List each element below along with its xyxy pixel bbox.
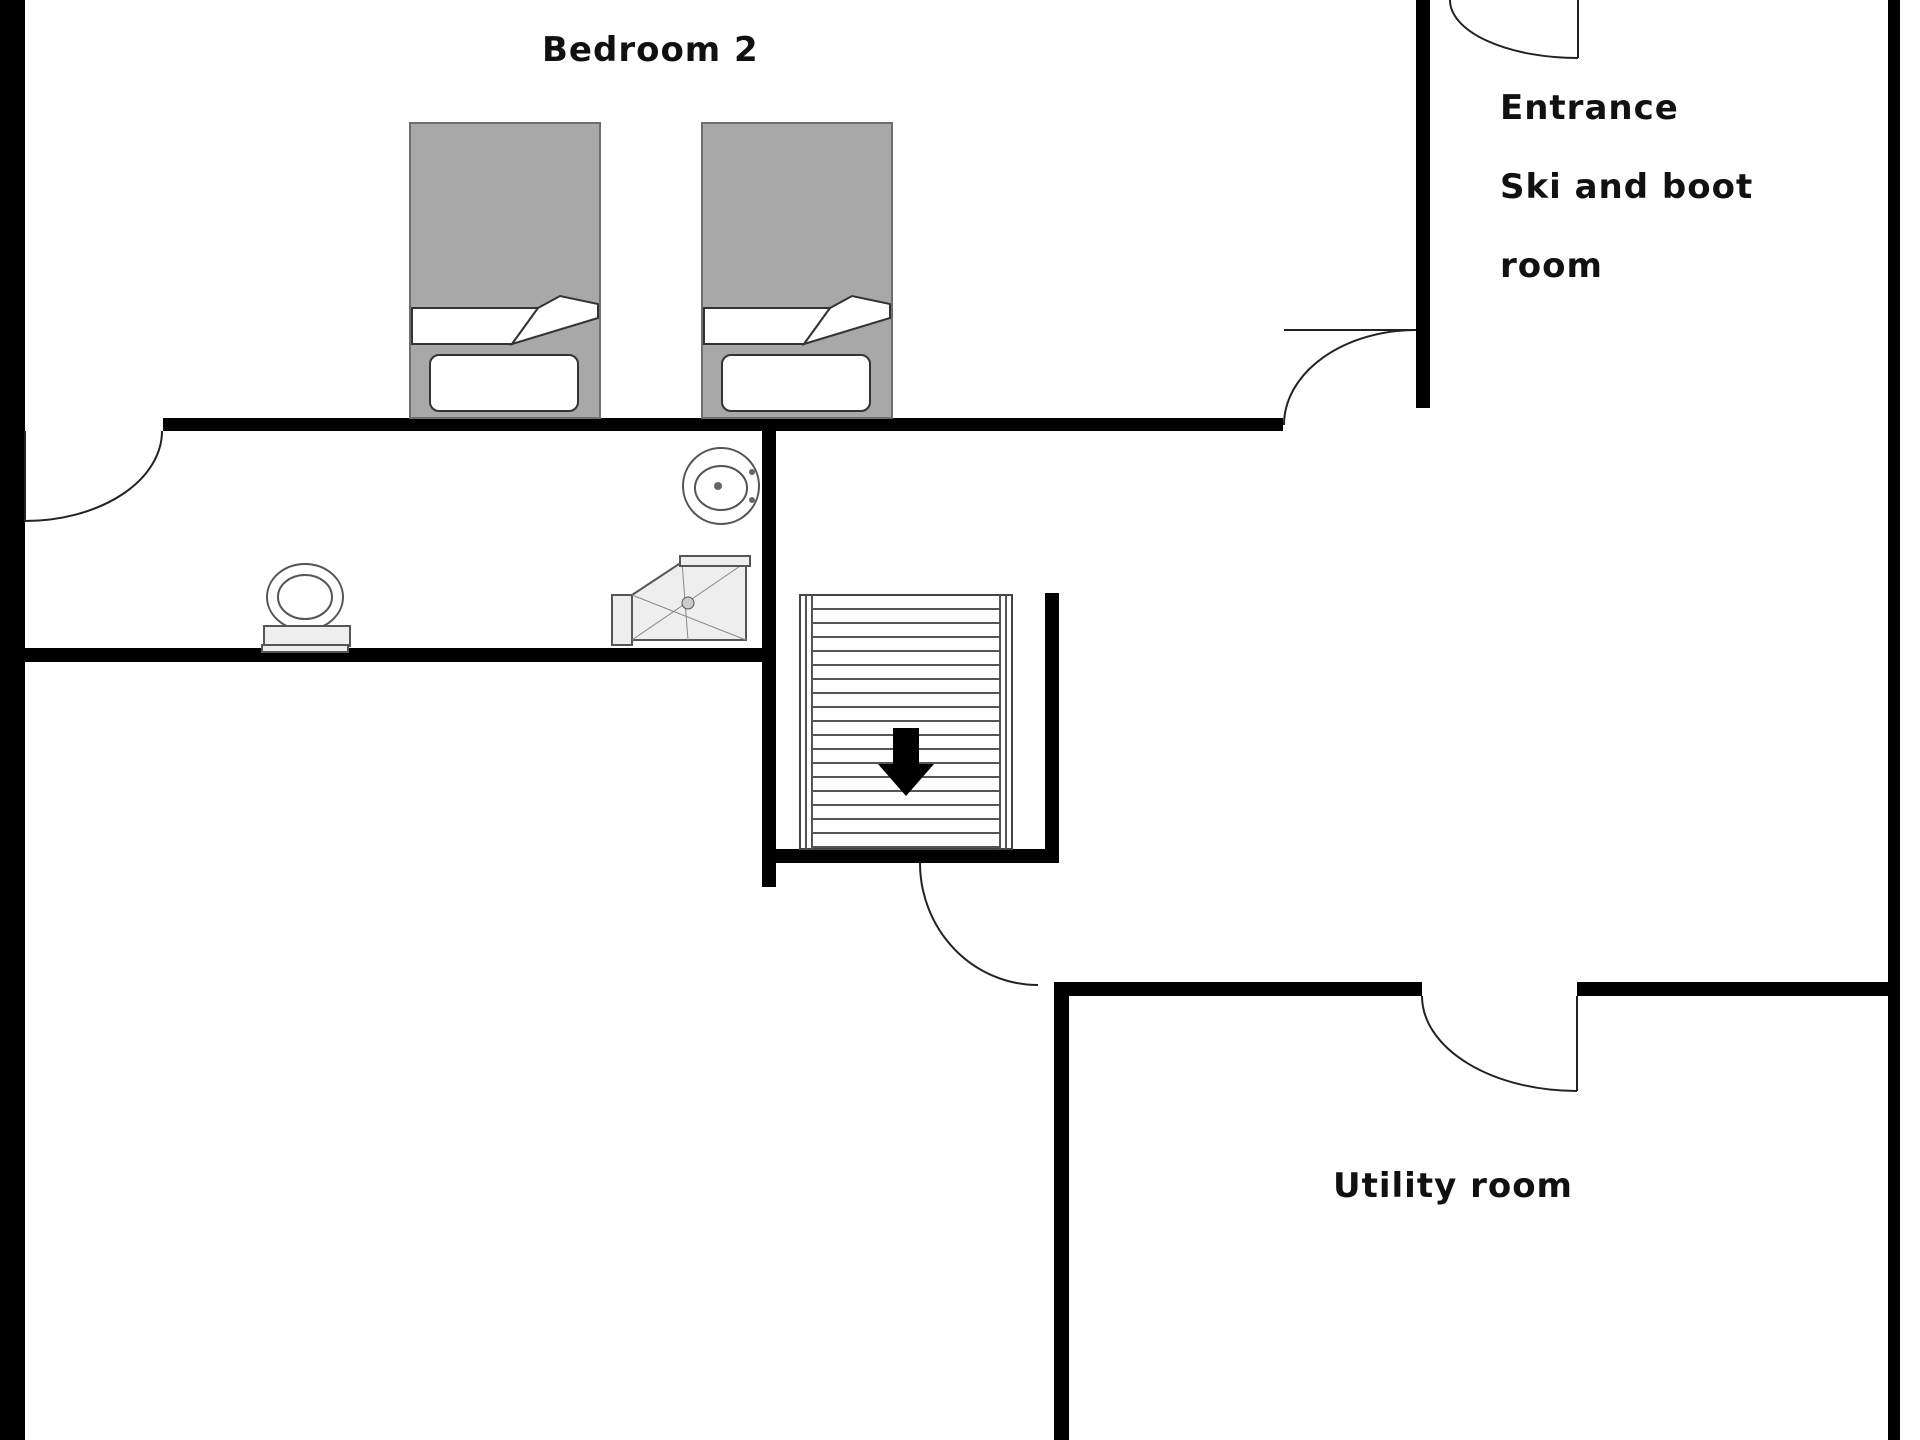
door-arc-utility [1421, 995, 1578, 1092]
door-arc-bedroom [1283, 329, 1417, 426]
door-arc-hall [919, 862, 1039, 986]
toilet-icon [261, 563, 351, 653]
washbasin-icon [682, 447, 760, 525]
bed-icon [409, 122, 601, 419]
wall-bathroom-bottom [25, 648, 776, 662]
room-label-utility-room: Utility room [1333, 1166, 1573, 1206]
room-label-bedroom-2: Bedroom 2 [542, 30, 759, 70]
wall-entrance-left [1416, 0, 1430, 408]
door-arc-bathroom [24, 430, 163, 522]
room-label-room: room [1500, 246, 1603, 286]
room-label-entrance: Entrance [1500, 88, 1679, 128]
stairs [799, 594, 1013, 850]
stairs-down-arrow-icon [878, 728, 934, 796]
wall-utility-left [1054, 985, 1069, 1440]
door-arc-entrance-top [1449, 0, 1579, 59]
room-label-ski-and-boot: Ski and boot [1500, 167, 1754, 207]
wall-stair-bottom [776, 849, 1059, 863]
outer-wall-left [0, 0, 25, 1440]
wall-utility-top-left [1054, 982, 1422, 996]
wall-utility-top-right [1577, 982, 1888, 996]
bed-icon [701, 122, 893, 419]
wall-bedroom-bottom-right [778, 418, 1283, 431]
shower-tray-icon [611, 555, 751, 646]
wall-stair-right [1045, 593, 1059, 863]
doors [24, 0, 1579, 1092]
wall-bedroom-bottom-left [163, 418, 778, 431]
outer-wall-right [1888, 0, 1900, 1440]
